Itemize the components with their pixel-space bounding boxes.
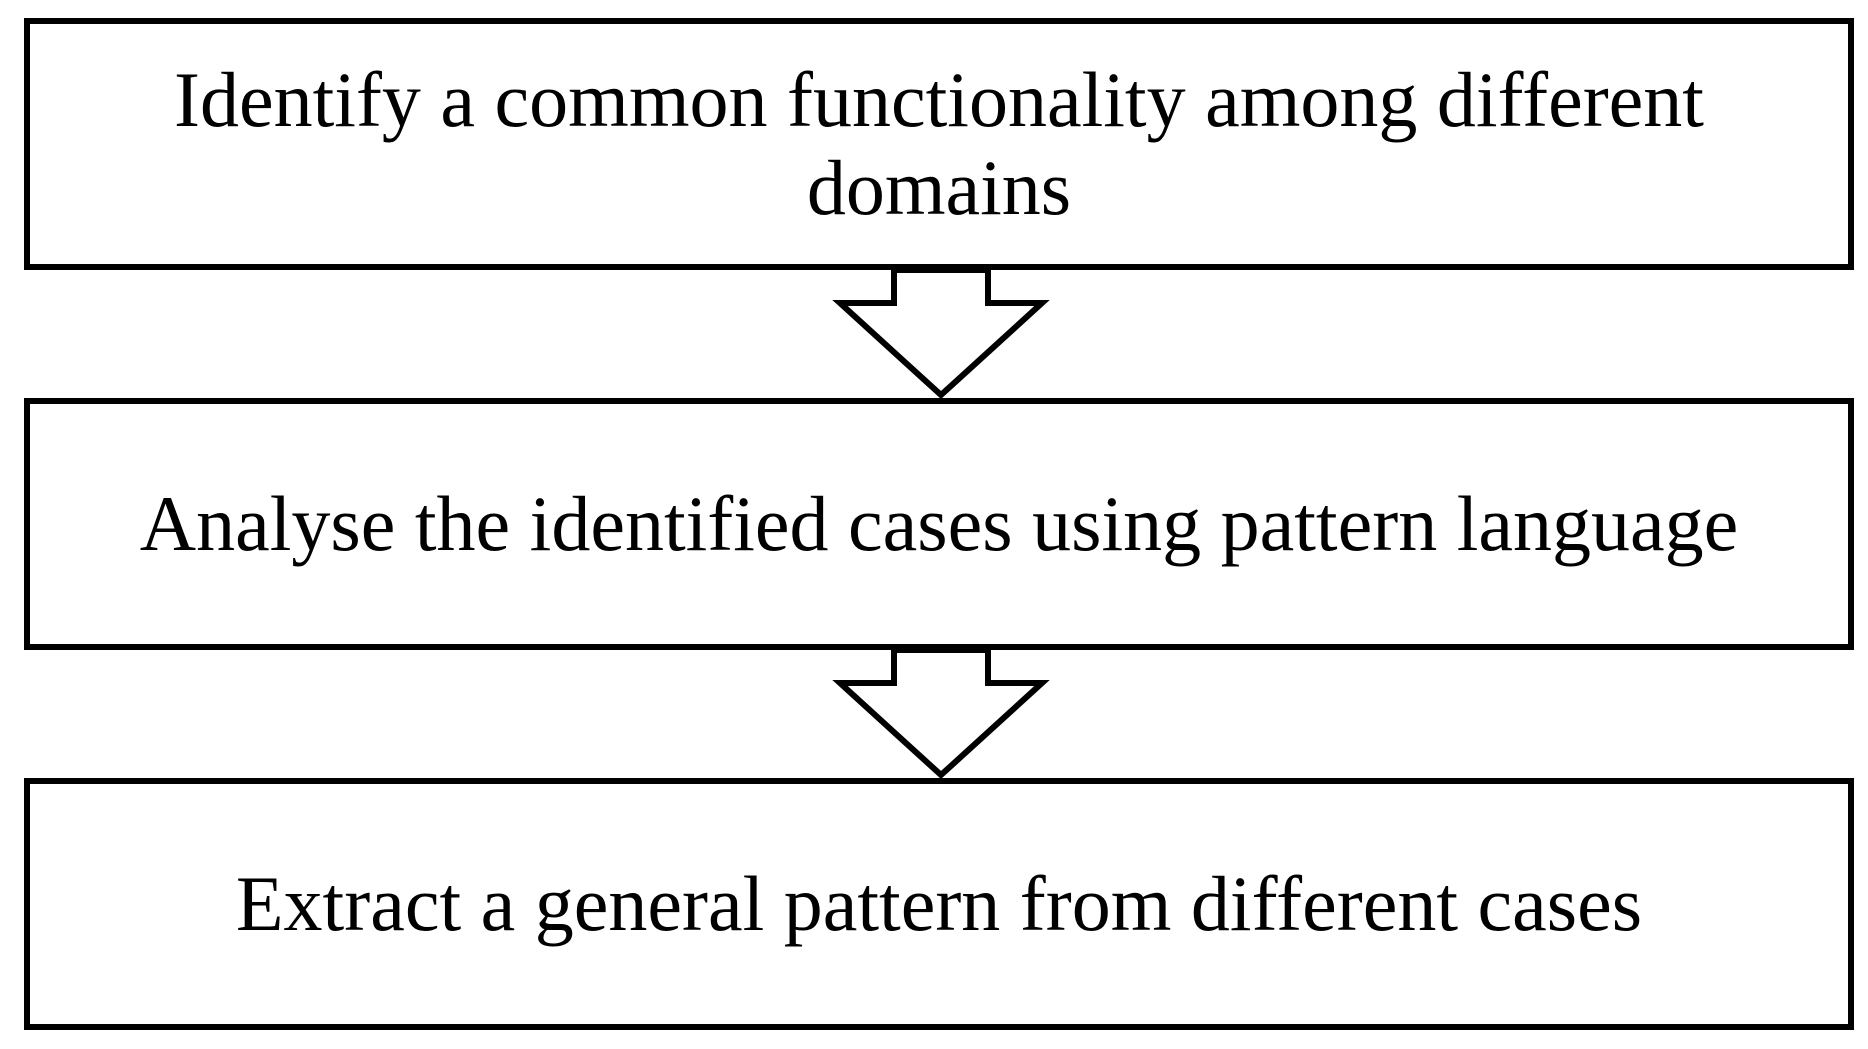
step-box-2: Analyse the identified cases using patte… (24, 398, 1854, 650)
down-arrow-icon (832, 267, 1050, 400)
step-box-1: Identify a common functionality among di… (24, 18, 1854, 270)
step-box-3: Extract a general pattern from different… (24, 778, 1854, 1030)
step-label: Analyse the identified cases using patte… (139, 480, 1739, 567)
step-label: Extract a general pattern from different… (235, 860, 1643, 947)
down-arrow-icon (832, 647, 1050, 780)
step-label: Identify a common functionality among di… (174, 56, 1704, 231)
